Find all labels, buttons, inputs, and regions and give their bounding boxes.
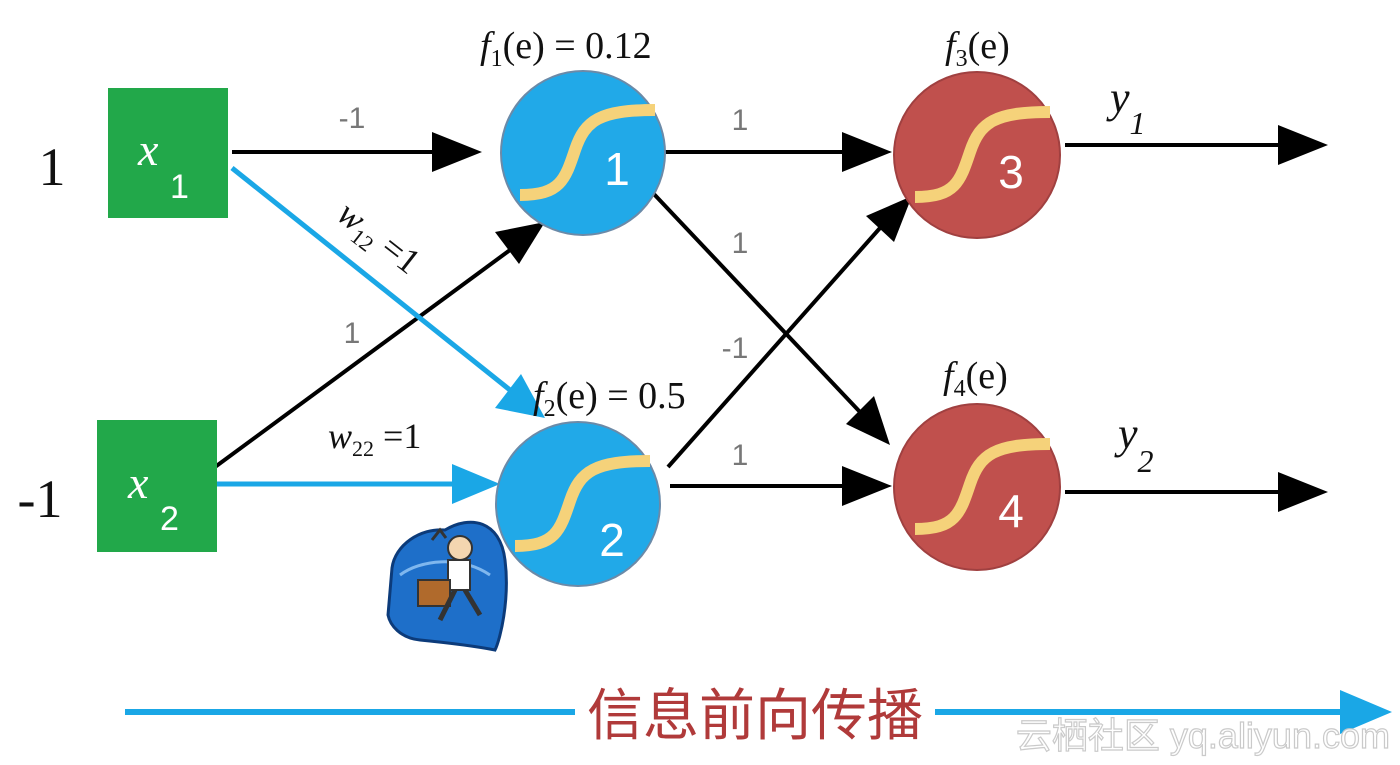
weight-w22-var: w [328,416,352,456]
edge-n4-y2 [1065,472,1328,512]
weight-w22-rest: =1 [374,416,421,456]
neuron-2-label: 2 [599,514,625,566]
edge-n2-n4 [670,466,892,506]
output-y2-sub: 2 [1138,443,1154,479]
neuron-4-formula-sub: 4 [954,376,966,402]
neuron-3: 3 [893,71,1061,239]
input-value-2: -1 [18,469,63,529]
output-y2-var: y [1114,409,1138,458]
neuron-1-formula-rest: (e) = 0.12 [503,25,652,67]
weight-w22-label: w22 =1 [328,416,421,461]
edge-x2-n1 [213,222,545,469]
weight-x1-n1: -1 [339,102,366,135]
neuron-3-formula-sub: 3 [956,46,968,72]
output-y1-var: y [1106,73,1130,122]
running-businessman-icon [386,520,508,652]
neuron-3-label: 3 [998,146,1024,198]
neuron-1-formula-sub: 1 [491,46,503,72]
input-x2-sub: 2 [160,500,179,538]
caption-forward-propagation: 信息前向传播 [587,684,923,747]
sigmoid-curve-icon [519,104,656,201]
neuron-2-formula: f2(e) = 0.5 [533,375,686,422]
edge-n1-n3 [665,132,892,172]
input-x1-var: x [137,124,159,175]
edge-n2-n3 [666,196,912,469]
neuron-4-formula: f4(e) [943,355,1008,402]
neuron-4-label: 4 [998,485,1024,537]
weight-n2-n4: 1 [732,439,749,472]
neuron-1-label: 1 [604,143,630,195]
input-node-x1: x 1 [108,88,228,218]
input-node-x2: x 2 [97,420,217,552]
weight-w12-label: w12 =1 [327,193,428,286]
weight-w22-sub: 22 [352,436,374,461]
neuron-4-formula-rest: (e) [966,355,1008,397]
sigmoid-curve-icon [514,455,651,552]
neuron-3-formula: f3(e) [945,25,1010,72]
weight-x2-n1: 1 [344,317,361,350]
edge-x1-n2-highlight [230,166,545,418]
input-value-1: 1 [39,137,66,197]
neuron-1: 1 [500,70,666,236]
sigmoid-curve-icon [914,106,1051,203]
edge-x1-n1 [232,132,482,172]
sigmoid-curve-icon [914,438,1051,535]
weight-n2-n3: -1 [722,332,749,365]
forward-propagation-arrow [125,690,1392,734]
weight-n1-n3: 1 [732,104,749,137]
neuron-2-formula-rest: (e) = 0.5 [556,375,686,417]
neuron-1-formula: f1(e) = 0.12 [480,25,652,72]
edge-n1-n4 [650,190,890,445]
output-y2: y2 [1114,409,1154,479]
watermark: 云栖社区 yq.aliyun.com [1016,715,1390,756]
edge-n3-y1 [1065,125,1328,165]
input-x2-var: x [127,457,149,508]
neuron-2-formula-sub: 2 [544,396,556,422]
weight-w12-rest: =1 [366,221,428,282]
output-y1-sub: 1 [1130,105,1146,141]
output-y1: y1 [1106,73,1146,141]
edge-x2-n2-highlight [215,464,500,504]
neuron-4: 4 [893,403,1061,571]
neuron-2: 2 [495,421,661,587]
input-x1-sub: 1 [170,168,189,206]
neuron-3-formula-rest: (e) [968,25,1010,67]
weight-n1-n4: 1 [732,227,749,260]
